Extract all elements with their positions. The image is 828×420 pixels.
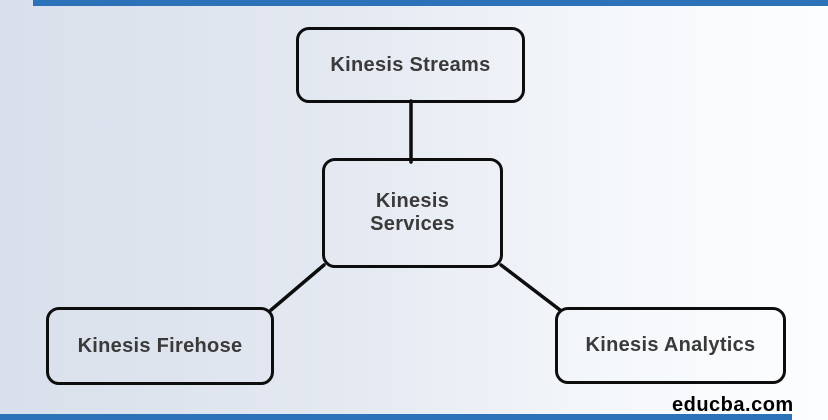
watermark-educba: educba.com [672,394,794,416]
top-accent-bar [33,0,828,6]
bottom-accent-bar [0,414,792,420]
node-kinesis-streams: Kinesis Streams [296,27,525,103]
node-kinesis-firehose-label: Kinesis Firehose [77,334,243,357]
connector-services-firehose [269,263,326,312]
node-kinesis-services-label: Kinesis Services [370,190,455,235]
node-kinesis-analytics: Kinesis Analytics [555,307,786,384]
node-kinesis-analytics-label: Kinesis Analytics [585,334,756,356]
node-kinesis-streams-label: Kinesis Streams [330,53,491,76]
node-kinesis-firehose: Kinesis Firehose [46,307,274,385]
node-kinesis-services: Kinesis Services [322,158,503,268]
connector-services-analytics [499,263,562,312]
